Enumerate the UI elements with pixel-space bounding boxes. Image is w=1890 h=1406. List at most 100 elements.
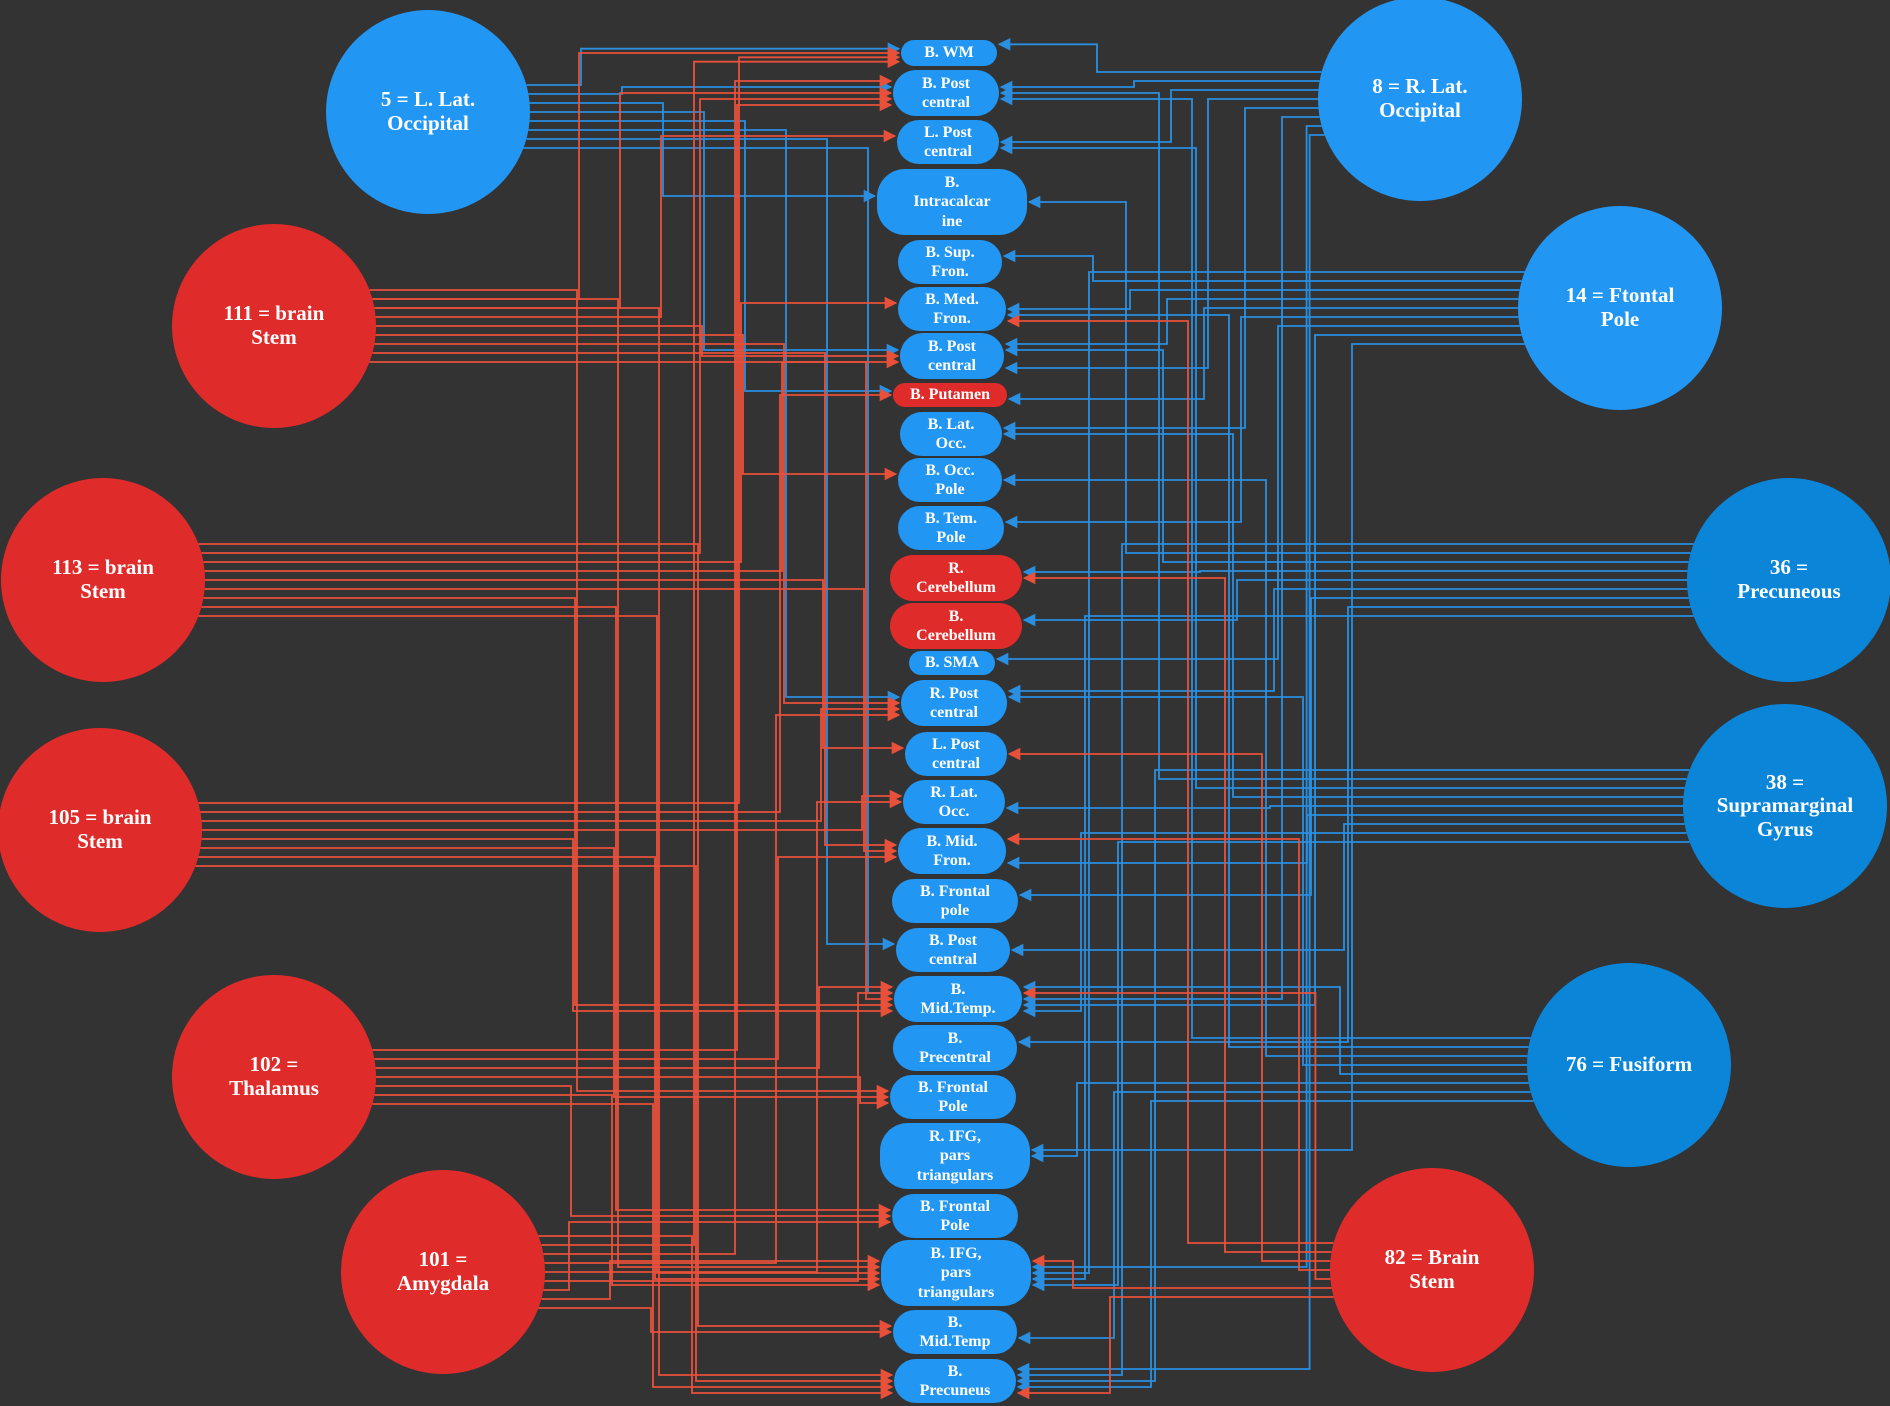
connection-line [1006,314,1334,1244]
region-node[interactable]: R. Cerebellum [890,555,1022,601]
connection-line [544,708,901,1264]
hub-node-102[interactable]: 102 = Thalamus [172,975,376,1179]
connection-line [544,986,894,1282]
connection-line [1002,107,1319,435]
connection-line [375,334,898,481]
region-node[interactable]: B. IFG, pars triangulars [881,1240,1031,1306]
connection-line [195,865,894,1388]
connection-line [1030,343,1525,1157]
connection-line [201,702,901,822]
connection-line [529,120,893,398]
region-node[interactable]: B. Post central [893,70,999,116]
connection-line [374,307,894,1382]
connection-line [200,847,890,1104]
hub-node-82[interactable]: 82 = Brain Stem [1330,1168,1534,1372]
region-node[interactable]: B. Frontal Pole [892,1194,1018,1238]
connection-line [1007,690,1527,1066]
connection-line [528,129,901,704]
region-node[interactable]: B. SMA [909,651,995,675]
connection-line [529,102,877,203]
region-node[interactable]: B. Cerebellum [890,603,1022,649]
connection-line [198,615,881,1280]
hub-node-113[interactable]: 113 = brain Stem [1,478,205,682]
connection-line [541,55,901,1246]
connection-line [374,343,901,710]
connection-line [999,89,1319,149]
region-node[interactable]: B. Precuneus [894,1359,1016,1403]
region-node[interactable]: B. Frontal Pole [890,1075,1016,1119]
connection-line [204,355,900,572]
region-node[interactable]: B. Mid.Temp. [894,976,1022,1022]
hub-node-76[interactable]: 76 = Fusiform [1527,963,1731,1167]
connection-line [526,42,901,86]
hub-node-5[interactable]: 5 = L. Lat. Occipital [326,10,530,214]
region-node[interactable]: L. Post central [897,120,999,164]
connection-line [372,352,898,852]
connection-line [372,98,893,1051]
hub-node-101[interactable]: 101 = Amygdala [341,1170,545,1374]
connection-line [1004,343,1689,563]
connection-line [1004,98,1318,375]
connection-line [369,289,890,1098]
connection-line [1002,249,1522,282]
connection-line [375,980,894,1069]
connection-line [201,606,892,1217]
connection-line [1006,289,1520,316]
connection-line [1027,195,1691,554]
region-node[interactable]: B. Post central [900,333,1004,379]
connection-line [1006,814,1684,870]
connection-line [1031,1254,1332,1289]
connection-line [374,1094,881,1292]
connection-line [1031,125,1322,1274]
connection-line [201,92,893,554]
hub-node-14[interactable]: 14 = Ftontal Pole [1518,206,1722,410]
region-node[interactable]: B. Precentral [893,1025,1017,1071]
connection-line [1016,543,1694,1382]
region-node[interactable]: B. Post central [896,928,1010,972]
connection-line [538,1307,893,1339]
region-node[interactable]: B. Occ. Pole [898,458,1002,502]
region-node[interactable]: B. Mid. Fron. [898,828,1006,874]
connection-line [1022,579,1687,627]
connection-line [1018,597,1689,902]
region-node[interactable]: B. Tem. Pole [898,506,1004,550]
region-node[interactable]: B. Med. Fron. [898,287,1006,331]
connection-line [995,325,1520,666]
connection-line [1022,986,1331,1280]
hub-node-36[interactable]: 36 = Precuneous [1687,478,1890,682]
connection-line [1022,334,1522,1012]
connection-line [543,74,893,1255]
connection-line [999,141,1685,789]
region-node[interactable]: B. Mid.Temp [893,1310,1017,1354]
region-node[interactable]: B. Putamen [893,383,1007,407]
connection-line [1017,1091,1531,1345]
connection-line [205,579,905,755]
region-node[interactable]: B. Sup. Fron. [898,240,1002,284]
region-node[interactable]: R. IFG, pars triangulars [880,1123,1030,1189]
connection-line [1007,747,1331,1262]
region-node[interactable]: R. Post central [901,680,1007,726]
connection-line [545,795,903,1273]
connection-line [374,850,898,1060]
connection-line [369,361,894,1006]
connection-line [198,51,901,804]
hub-node-111[interactable]: 111 = brain Stem [172,224,376,428]
region-node[interactable]: L. Post central [905,732,1007,776]
region-node[interactable]: R. Lat. Occ. [903,780,1005,824]
connection-line [204,588,898,858]
hub-node-38[interactable]: 38 = Supramarginal Gyrus [1683,704,1887,908]
connection-line [1016,134,1325,1376]
region-node[interactable]: B. Intracalcar ine [877,169,1027,235]
region-node[interactable]: B. Frontal pole [892,879,1018,923]
connection-line [1016,1296,1334,1400]
hub-node-8[interactable]: 8 = R. Lat. Occipital [1318,0,1522,201]
connection-line [1002,473,1528,1057]
connection-line [203,597,894,1012]
connection-line [999,92,1531,1039]
region-node[interactable]: B. WM [901,40,997,66]
region-node[interactable]: B. Lat. Occ. [900,412,1002,456]
hub-node-105[interactable]: 105 = brain Stem [0,728,202,932]
connection-line [200,388,893,813]
